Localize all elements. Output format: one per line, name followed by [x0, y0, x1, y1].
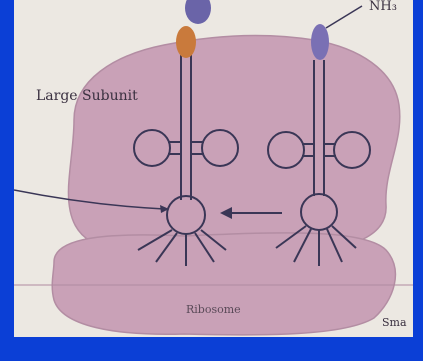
large-subunit-shape [68, 35, 399, 252]
large-subunit-label: Large Subunit [36, 88, 138, 104]
trna-right-top-label: NH₃ [369, 0, 397, 14]
small-subunit-label: Ribosome [186, 303, 241, 316]
side-right-bottom-label: Sma [382, 316, 407, 329]
ribosome-diagram: Large Subunit Ribosome NH₃ Sma [14, 0, 413, 337]
diagram-paper: Large Subunit Ribosome NH₃ Sma [14, 0, 413, 337]
